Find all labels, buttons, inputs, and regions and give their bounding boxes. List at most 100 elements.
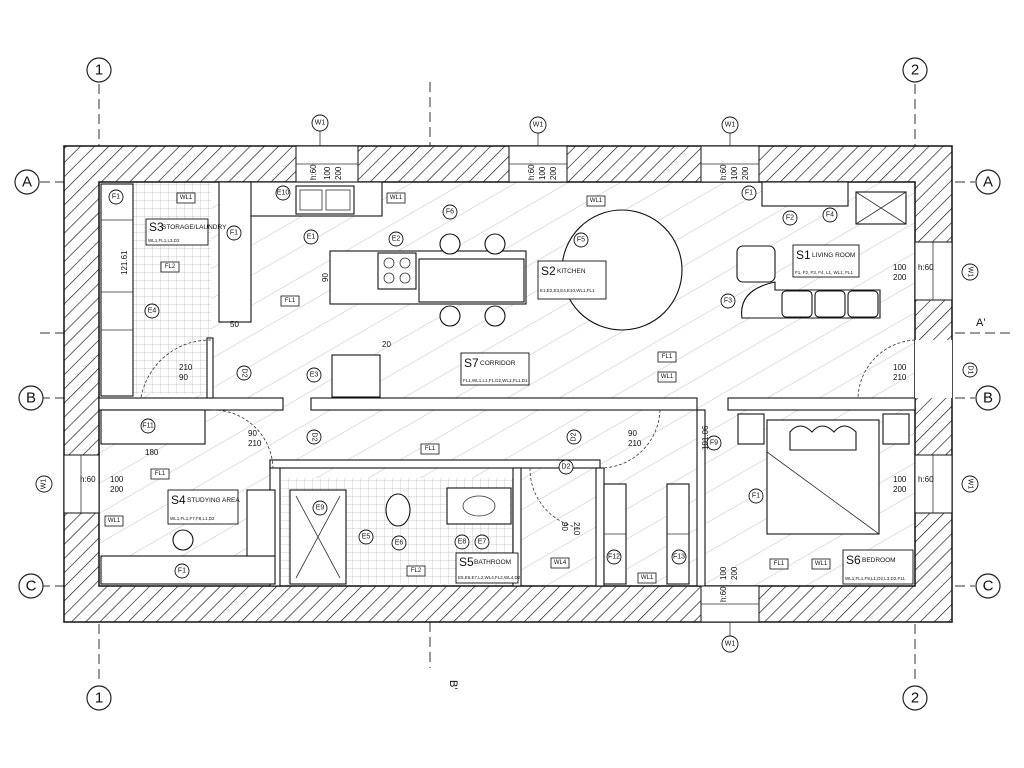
tag-f1-living: F1 — [741, 185, 757, 201]
svg-text:E2: E2 — [392, 236, 401, 243]
tag-e2: E2 — [388, 231, 404, 247]
svg-text:WL1: WL1 — [108, 518, 121, 524]
svg-text:1: 1 — [95, 690, 103, 707]
svg-text:W1: W1 — [533, 122, 544, 129]
svg-text:STORAGE/LAUNDRY: STORAGE/LAUNDRY — [162, 224, 227, 231]
svg-text:E1,E2,E3,E4,E10,WL1,FL1: E1,E2,E3,E4,E10,WL1,FL1 — [540, 288, 595, 293]
svg-text:S1: S1 — [796, 248, 811, 262]
tag-e10: E10 — [275, 185, 291, 201]
svg-text:S4: S4 — [171, 493, 186, 507]
tag-f1-kitchen: F1 — [226, 225, 242, 241]
svg-text:C: C — [26, 578, 37, 595]
svg-text:FL2: FL2 — [411, 568, 422, 574]
svg-text:BATHROOM: BATHROOM — [474, 559, 511, 566]
svg-text:WL1: WL1 — [180, 195, 193, 201]
svg-text:90: 90 — [628, 429, 637, 438]
svg-text:E9: E9 — [316, 505, 325, 512]
svg-text:200: 200 — [741, 166, 750, 180]
svg-text:2: 2 — [911, 62, 919, 79]
window-tag-right-1: W1 — [961, 263, 979, 281]
svg-text:h:60: h:60 — [918, 263, 934, 272]
svg-text:W1: W1 — [967, 267, 974, 278]
study-furniture — [100, 409, 276, 585]
tag-f3: F3 — [720, 293, 736, 309]
window-tag-left: W1 — [35, 475, 53, 493]
svg-text:D2: D2 — [562, 464, 571, 471]
tag-wl1-corridor: WL1 — [657, 371, 677, 383]
svg-text:FL1: FL1 — [285, 298, 296, 304]
svg-text:200: 200 — [893, 273, 907, 282]
svg-text:200: 200 — [730, 566, 739, 580]
svg-text:E1: E1 — [307, 234, 316, 241]
svg-text:FL2: FL2 — [165, 264, 176, 270]
axis-bubble-left-A: A — [14, 169, 40, 195]
tag-fl1-bedroom: FL1 — [769, 558, 789, 570]
room-label-s2: S2 KITCHEN E1,E2,E3,E4,E10,WL1,FL1 — [537, 260, 607, 300]
svg-text:WL1,FL1,F9,L1,D2,L3,D2,F11: WL1,FL1,F9,L1,D2,L3,D2,F11 — [845, 576, 905, 581]
svg-text:WL1: WL1 — [590, 198, 603, 204]
svg-text:121.61: 121.61 — [120, 250, 129, 275]
svg-text:F1: F1 — [178, 568, 186, 575]
svg-text:KITCHEN: KITCHEN — [557, 268, 586, 275]
svg-text:90: 90 — [321, 273, 330, 282]
svg-text:F2: F2 — [786, 215, 794, 222]
svg-text:50: 50 — [230, 320, 239, 329]
tag-d2-bedroom: D2 — [566, 429, 582, 445]
svg-text:F3: F3 — [724, 298, 732, 305]
svg-text:F1: F1 — [752, 493, 760, 500]
doors — [212, 339, 916, 529]
svg-text:F1: F1 — [745, 190, 753, 197]
tag-e9: E9 — [312, 500, 328, 516]
svg-text:B: B — [26, 390, 36, 407]
room-label-s3: S3 STORAGE/LAUNDRY WL1,FL1,L3,D2 — [145, 218, 227, 246]
svg-text:101.06: 101.06 — [701, 425, 710, 450]
room-label-s1: S1 LIVING ROOM F1, F2, F3, F4, L1, WL1, … — [792, 244, 860, 278]
svg-text:h:60: h:60 — [309, 164, 318, 180]
section-a-label: A' — [976, 317, 985, 329]
svg-text:F1, F2, F3, F4, L1, WL1, FL1: F1, F2, F3, F4, L1, WL1, FL1 — [795, 270, 854, 275]
svg-text:C: C — [983, 578, 994, 595]
svg-text:WL1,FL1,L3,D2: WL1,FL1,L3,D2 — [148, 238, 180, 243]
svg-text:F5: F5 — [577, 237, 585, 244]
svg-text:h:60: h:60 — [918, 475, 934, 484]
svg-text:W1: W1 — [315, 120, 326, 127]
dining-set — [439, 209, 683, 331]
tag-fl2-storage: FL2 — [160, 261, 180, 273]
tag-wl1-storage: WL1 — [176, 192, 196, 204]
tag-e1: E1 — [303, 229, 319, 245]
tag-d2-bath: D2 — [558, 459, 574, 475]
window-tag-bottom: W1 — [721, 622, 739, 653]
axis-bubble-right-B: B — [975, 385, 1001, 411]
window-tag-right-2: W1 — [961, 475, 979, 493]
svg-text:E5,E6,E7,L2,WL4,FL2,WL4,D2: E5,E6,E7,L2,WL4,FL2,WL4,D2 — [458, 575, 521, 580]
svg-text:S5: S5 — [459, 555, 474, 569]
svg-text:F13: F13 — [673, 554, 685, 561]
svg-text:100: 100 — [538, 166, 547, 180]
svg-text:90: 90 — [560, 522, 569, 531]
svg-text:CORRIDOR: CORRIDOR — [480, 360, 516, 367]
storage-tile-floor — [133, 182, 211, 394]
axis-bubble-right-C: C — [975, 573, 1001, 599]
svg-text:210: 210 — [179, 363, 193, 372]
svg-text:WL1: WL1 — [661, 374, 674, 380]
svg-text:200: 200 — [893, 485, 907, 494]
svg-text:FL1: FL1 — [662, 354, 673, 360]
svg-text:WL1: WL1 — [641, 575, 654, 581]
tag-f5: F5 — [573, 232, 589, 248]
tag-e5: E5 — [358, 529, 374, 545]
svg-text:A: A — [983, 174, 993, 191]
tag-wl1-study: WL1 — [104, 515, 124, 527]
tag-e7: E7 — [474, 534, 490, 550]
svg-text:210: 210 — [572, 522, 581, 536]
tag-f1-storage: F1 — [108, 189, 124, 205]
dimension-labels: 121.61 90 50 20 210 90 90 210 180 90 210… — [120, 250, 907, 536]
axis-bubble-right-A: A — [975, 169, 1001, 195]
windows — [63, 145, 953, 623]
svg-text:WL1,FL1,F7,F8,L1,D2: WL1,FL1,F7,F8,L1,D2 — [170, 516, 215, 521]
tag-e8: E8 — [454, 534, 470, 550]
svg-text:FL1: FL1 — [774, 561, 785, 567]
svg-text:210: 210 — [248, 439, 262, 448]
svg-text:90: 90 — [179, 373, 188, 382]
svg-text:D2: D2 — [311, 433, 318, 442]
